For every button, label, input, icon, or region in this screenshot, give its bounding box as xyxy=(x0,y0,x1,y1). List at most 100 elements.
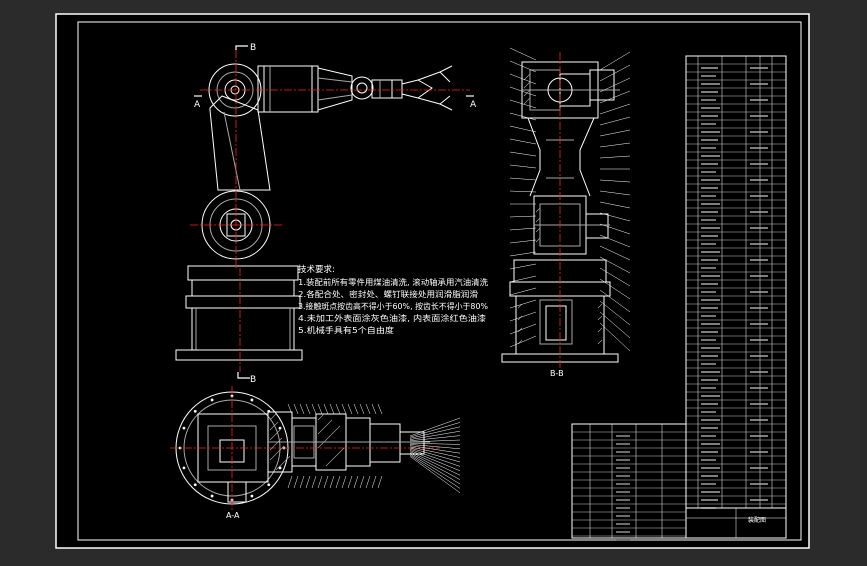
leader-line xyxy=(347,403,353,415)
leader-line xyxy=(409,426,461,439)
leader-line xyxy=(311,475,317,489)
note-item-4: 4.未加工外表面涂灰色油漆, 内表面涂红色油漆 xyxy=(298,313,486,323)
leader-line xyxy=(409,417,461,437)
leader-line xyxy=(509,227,537,231)
leader-line xyxy=(509,99,537,109)
section-bb-leaders xyxy=(509,47,631,352)
leader-line xyxy=(599,64,631,82)
leader-line xyxy=(377,403,383,415)
leader-line xyxy=(341,403,347,415)
leader-line xyxy=(311,403,317,415)
section-marker-a-left: A xyxy=(194,100,201,110)
leader-line xyxy=(509,47,537,61)
leader-line xyxy=(599,278,631,300)
leader-line xyxy=(599,245,631,261)
leader-line xyxy=(409,444,461,450)
leader-line xyxy=(509,177,537,181)
note-item-3: 3.接触斑点按齿高不得小于60%, 按齿长不得小于80% xyxy=(298,301,488,311)
title-block-border xyxy=(571,423,687,539)
bolt-hole xyxy=(267,483,271,487)
leader-line xyxy=(335,475,341,489)
leader-line xyxy=(323,475,329,489)
parts-list-table xyxy=(685,55,787,509)
leader-line xyxy=(509,251,537,257)
leader-line xyxy=(409,450,461,472)
leader-line xyxy=(377,475,383,489)
notes-title: 技术要求: xyxy=(298,264,335,275)
leader-line xyxy=(509,112,537,121)
leader-line xyxy=(599,155,631,159)
bolt-hole xyxy=(250,494,254,498)
leader-line xyxy=(509,275,537,283)
bolt-hole xyxy=(250,398,254,402)
leader-line xyxy=(299,475,305,489)
front-centerlines xyxy=(190,50,470,372)
bolt-hole xyxy=(210,398,214,402)
leader-line xyxy=(371,403,377,415)
note-item-2: 2.各配合处、密封处、螺钉联接处用润滑脂润滑 xyxy=(298,289,478,299)
leader-line xyxy=(599,190,631,196)
leader-line xyxy=(599,116,631,126)
section-marker-b-bottom: B xyxy=(250,375,256,385)
leader-line xyxy=(509,239,537,244)
leader-line xyxy=(509,311,537,322)
leader-line xyxy=(409,435,461,442)
leader-line xyxy=(509,164,537,169)
leader-line xyxy=(509,323,537,335)
leader-line xyxy=(599,142,631,148)
leader-line xyxy=(317,403,323,415)
leader-line xyxy=(409,439,461,443)
leader-line xyxy=(409,454,461,489)
leader-line xyxy=(599,234,631,248)
bolt-hole xyxy=(278,466,282,470)
leader-line xyxy=(365,403,371,415)
leader-line xyxy=(509,287,537,296)
leader-line xyxy=(353,475,359,489)
bolt-hole xyxy=(267,409,271,413)
title-block xyxy=(571,423,787,541)
section-aa-label: A-A xyxy=(226,511,240,520)
leader-line xyxy=(509,73,537,85)
bolt-hole xyxy=(182,466,186,470)
leader-line xyxy=(329,403,335,415)
bolt-hole xyxy=(182,426,186,430)
leader-line xyxy=(409,446,461,458)
section-bb-label: B-B xyxy=(550,369,564,378)
leader-line xyxy=(305,475,311,489)
bolt-hole xyxy=(278,426,282,430)
leader-line xyxy=(287,403,293,415)
leader-line xyxy=(329,475,335,489)
leader-line xyxy=(509,125,537,133)
leader-line xyxy=(599,300,631,326)
leader-line xyxy=(599,256,631,274)
leader-line xyxy=(599,179,631,183)
leader-line xyxy=(317,475,323,489)
leader-line xyxy=(409,445,461,454)
leader-line xyxy=(353,403,359,415)
leader-line xyxy=(509,86,537,97)
leader-line xyxy=(409,453,461,485)
leader-line xyxy=(509,60,537,73)
leader-line xyxy=(509,215,537,218)
leader-line xyxy=(409,448,461,467)
leader-line xyxy=(409,452,461,480)
leader-line xyxy=(409,422,461,438)
section-marker-b-top: B xyxy=(250,43,256,53)
leader-line xyxy=(599,223,631,235)
leader-line xyxy=(323,403,329,415)
leader-line xyxy=(599,129,631,137)
section-aa-centerlines xyxy=(170,386,440,512)
leader-line xyxy=(599,103,631,115)
leader-line xyxy=(599,322,631,352)
leader-line xyxy=(509,299,537,309)
leader-line xyxy=(409,456,461,494)
leader-line xyxy=(599,212,631,222)
leader-line xyxy=(409,447,461,463)
drawing-name: 装配图 xyxy=(748,516,766,524)
leader-line xyxy=(293,475,299,489)
leader-line xyxy=(293,403,299,415)
note-item-1: 1.装配前所有零件用煤油清洗, 滚动轴承用汽油清洗 xyxy=(298,277,488,287)
leader-line xyxy=(409,442,461,445)
